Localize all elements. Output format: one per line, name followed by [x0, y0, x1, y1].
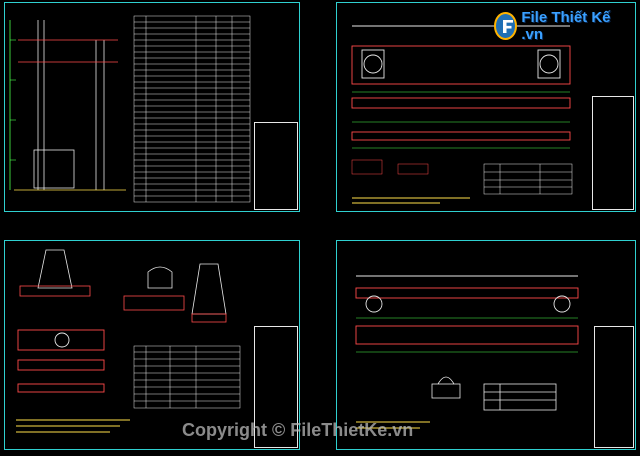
beam-dims [356, 317, 578, 353]
crossarm-dims [352, 91, 570, 149]
watermark-logo-text: File Thiết Kế .vn [521, 9, 611, 43]
foundation-schedule [133, 345, 241, 409]
title-block-bottom-left [254, 326, 298, 448]
watermark-logo: File Thiết Kế .vn [494, 8, 614, 44]
title-block-top-right [592, 96, 634, 210]
sheet-bottom-left [4, 240, 300, 450]
title-block-bottom-right [594, 326, 634, 448]
beam-details [431, 376, 557, 411]
beam-elevation [355, 275, 579, 345]
sheet-bottom-right [336, 240, 636, 450]
beam-notes [356, 421, 430, 429]
foundation-plans [17, 329, 105, 393]
file-logo-icon [494, 12, 518, 40]
foundation-elevation [19, 249, 227, 323]
crossarm-schedule [351, 159, 573, 195]
title-block-top-left [254, 122, 298, 210]
copyright-watermark: Copyright © FileThietKe.vn [182, 420, 414, 440]
sheet-top-left [4, 2, 300, 212]
foundation-notes [16, 419, 130, 433]
crossarm-plan [351, 25, 571, 141]
materials-table [133, 15, 251, 203]
sheet-top-right [336, 2, 636, 212]
elevation-dims [10, 39, 16, 161]
pole-elevation [9, 20, 126, 191]
crossarm-notes [352, 197, 470, 204]
